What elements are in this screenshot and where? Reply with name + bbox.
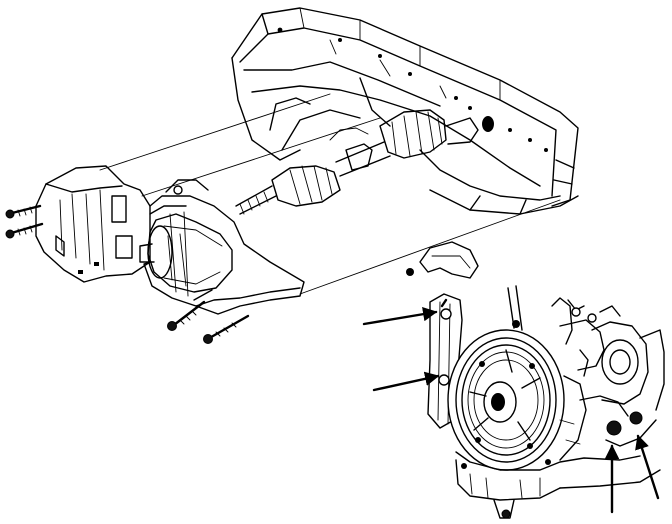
crankshaft-pulley (447, 329, 565, 471)
callout-arrow (362, 307, 438, 326)
detail-view (362, 241, 665, 519)
hub-assembly (139, 213, 233, 293)
mounting-bolt (167, 289, 213, 331)
mounting-bolt (5, 222, 44, 239)
callout-arrow (635, 434, 660, 500)
reference-line (99, 93, 331, 171)
reference-line (299, 199, 561, 295)
reference-line (141, 117, 381, 197)
bracket (406, 241, 479, 279)
exploded-view (5, 7, 579, 344)
callout-arrow (372, 371, 440, 392)
mounting-bolt (203, 314, 250, 344)
mounting-bolt (5, 204, 42, 219)
engine-block (455, 285, 665, 519)
frame-rail (231, 7, 579, 215)
axle-shaft-boot (235, 109, 479, 215)
